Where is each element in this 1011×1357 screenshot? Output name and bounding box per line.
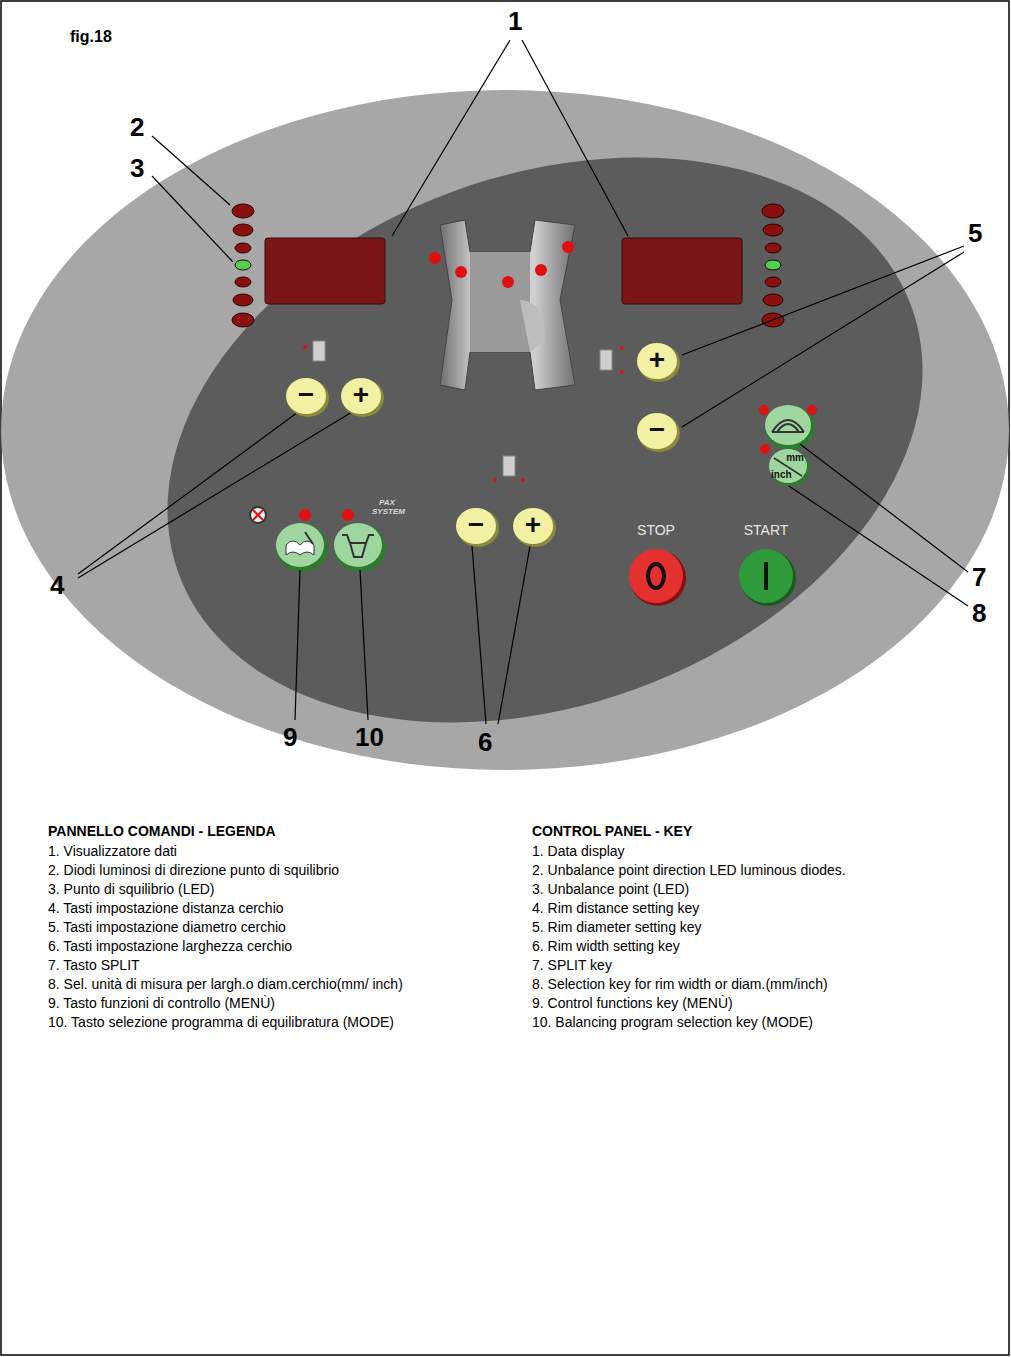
command-button: START [735, 522, 797, 608]
button-text: START [744, 522, 789, 538]
button-shadow [638, 344, 680, 382]
stop-symbol [648, 564, 664, 588]
green-buttons [250, 405, 817, 572]
button-text: + [353, 379, 369, 411]
legend-item: 2. Unbalance point direction LED luminou… [532, 861, 982, 880]
button-face [286, 378, 326, 414]
button-shadow [342, 379, 384, 417]
button-text: − [298, 379, 314, 411]
button-text: STOP [637, 522, 675, 538]
figure-number: fig.18 [70, 28, 112, 46]
button-text: + [525, 509, 541, 541]
callout-number: 4 [50, 570, 64, 601]
button-shadow [740, 550, 796, 606]
setting-button: + [634, 340, 680, 382]
legend-item: 8. Selection key for rim width or diam.(… [532, 975, 982, 994]
legend-item: 7. Tasto SPLIT [48, 956, 478, 975]
unit-button: mm inch [766, 446, 810, 486]
legend-item: 4. Rim distance setting key [532, 899, 982, 918]
setting-button: − [453, 505, 499, 547]
inner-panel [88, 58, 1002, 823]
legend-item: 4. Tasti impostazione distanza cerchio [48, 899, 478, 918]
callout-number: 8 [972, 598, 986, 629]
wheel-section [429, 220, 575, 390]
button-text: − [649, 414, 665, 446]
legend-item: 1. Data display [532, 842, 982, 861]
rim-icons [303, 341, 624, 482]
button-text: − [468, 509, 484, 541]
button-shadow [638, 414, 680, 452]
button-face [341, 378, 381, 414]
logo-text: PAX SYSTEM [372, 498, 402, 516]
legend-column: CONTROL PANEL - KEY1. Data display2. Unb… [532, 822, 982, 1032]
button-text: inch [771, 469, 792, 480]
button-shadow [287, 379, 329, 417]
button-shadow [630, 550, 686, 606]
button-face [637, 413, 677, 449]
button-face [637, 343, 677, 379]
legend-item: 1. Visualizzatore dati [48, 842, 478, 861]
setting-button: − [283, 375, 329, 417]
legend-item: 10. Tasto selezione programma di equilib… [48, 1013, 478, 1032]
legend-item: 2. Diodi luminosi di direzione punto di … [48, 861, 478, 880]
legend-item: 3. Punto di squilibrio (LED) [48, 880, 478, 899]
button-face [769, 449, 807, 483]
legend-heading: CONTROL PANEL - KEY [532, 822, 982, 841]
legend-item: 6. Rim width setting key [532, 937, 982, 956]
button-face [456, 508, 496, 544]
legend-item: 9. Tasto funzioni di controllo (MENÙ) [48, 994, 478, 1013]
legend-item: 3. Unbalance point (LED) [532, 880, 982, 899]
start-symbol [764, 562, 768, 590]
legend-item: 6. Tasti impostazione larghezza cerchio [48, 937, 478, 956]
callout-number: 3 [130, 153, 144, 184]
button-face [513, 508, 553, 544]
button-text: mm [786, 452, 804, 463]
legend-item: 8. Sel. unità di misura per largh.o diam… [48, 975, 478, 994]
setting-button: + [510, 505, 556, 547]
callout-number: 1 [508, 6, 522, 37]
callout-number: 7 [972, 562, 986, 593]
setting-button: + [338, 375, 384, 417]
command-button: STOP [625, 522, 687, 608]
legend-column: PANNELLO COMANDI - LEGENDA1. Visualizzat… [48, 822, 478, 1032]
callout-number: 10 [355, 722, 384, 753]
callout-number: 2 [130, 112, 144, 143]
legend-item: 5. Rim diameter setting key [532, 918, 982, 937]
callout-number: 6 [478, 727, 492, 758]
setting-button: − [634, 410, 680, 452]
legend-heading: PANNELLO COMANDI - LEGENDA [48, 822, 478, 841]
legend-item: 5. Tasti impostazione diametro cerchio [48, 918, 478, 937]
button-text: + [649, 344, 665, 376]
button-shadow [514, 509, 556, 547]
callout-number: 5 [968, 218, 982, 249]
button-shadow [770, 450, 810, 486]
callout-number: 9 [283, 722, 297, 753]
legend-item: 10. Balancing program selection key (MOD… [532, 1013, 982, 1032]
legend-item: 7. SPLIT key [532, 956, 982, 975]
legend-item: 9. Control functions key (MENÙ) [532, 994, 982, 1013]
button-face [739, 549, 793, 603]
button-shadow [457, 509, 499, 547]
button-face [629, 549, 683, 603]
leader-lines [78, 40, 968, 724]
